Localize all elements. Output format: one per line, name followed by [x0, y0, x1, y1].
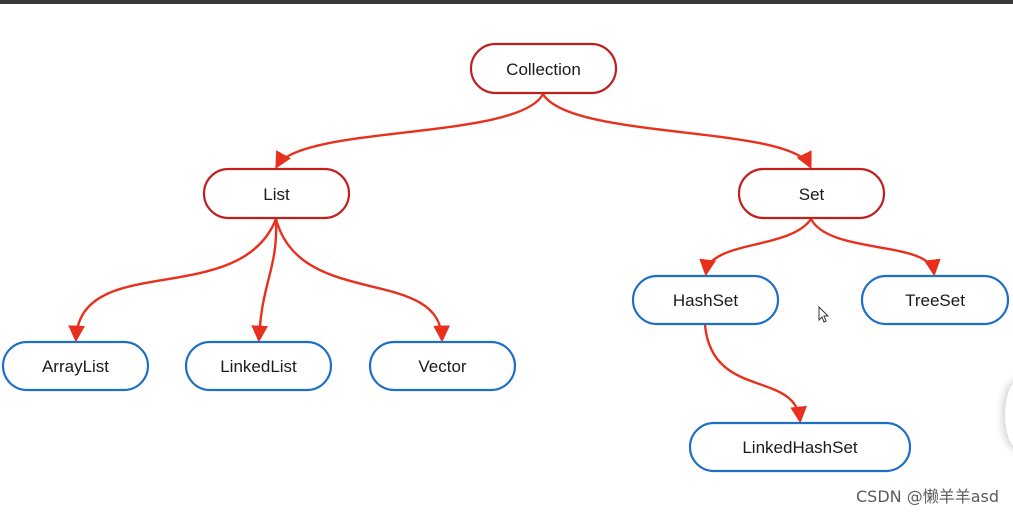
node-set-label: Set [799, 185, 825, 204]
node-linkedlist[interactable]: LinkedList [184, 340, 333, 392]
node-arraylist-label: ArrayList [42, 357, 109, 376]
node-collection[interactable]: Collection [469, 42, 618, 95]
window-top-bar [0, 0, 1013, 4]
node-linkedhashset-label: LinkedHashSet [742, 438, 858, 457]
node-vector-label: Vector [418, 357, 467, 376]
edge-hashset-linkedhashset [703, 324, 807, 424]
edge-set-treeset [809, 218, 941, 277]
edge-set-hashset [699, 218, 812, 277]
scroll-handle[interactable] [1005, 380, 1013, 450]
node-linkedhashset[interactable]: LinkedHashSet [688, 421, 912, 473]
node-linkedlist-label: LinkedList [220, 357, 297, 376]
mouse-cursor-icon [818, 305, 830, 323]
watermark: CSDN @懒羊羊asd [855, 487, 999, 506]
node-collection-label: Collection [506, 60, 581, 79]
edges [68, 93, 941, 424]
edge-list-linkedlist [251, 218, 278, 343]
node-hashset-label: HashSet [673, 291, 738, 310]
edge-list-vector [274, 218, 451, 343]
node-treeset-label: TreeSet [905, 291, 965, 310]
node-treeset[interactable]: TreeSet [860, 274, 1010, 326]
node-list[interactable]: List [202, 167, 351, 220]
edge-list-arraylist [68, 218, 278, 343]
edge-collection-set [541, 93, 812, 170]
node-vector[interactable]: Vector [368, 340, 517, 392]
node-list-label: List [263, 185, 290, 204]
node-hashset[interactable]: HashSet [631, 274, 780, 326]
node-arraylist[interactable]: ArrayList [1, 340, 150, 392]
edge-collection-list [275, 93, 545, 169]
node-set[interactable]: Set [737, 167, 886, 220]
